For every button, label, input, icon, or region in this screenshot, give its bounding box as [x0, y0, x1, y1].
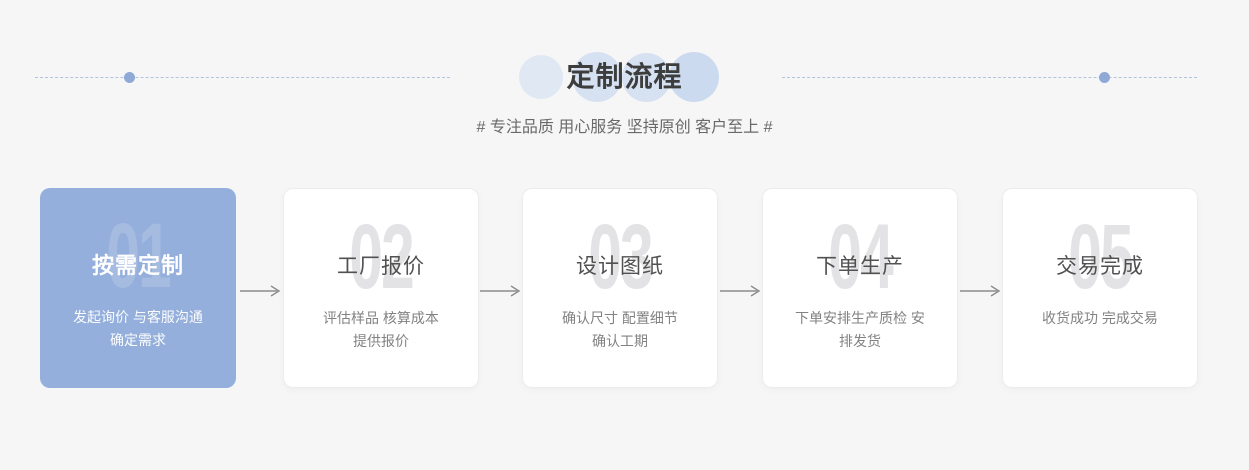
step-description-line: 评估样品 核算成本	[323, 310, 439, 326]
decor-circle-icon	[669, 52, 719, 102]
step-number: 04	[828, 206, 894, 308]
section-subtitle: # 专注品质 用心服务 坚持原创 客户至上 #	[476, 119, 773, 136]
step-description-line: 排发货	[839, 333, 881, 349]
step-title: 设计图纸	[576, 255, 664, 278]
step-description-line: 收货成功 完成交易	[1042, 310, 1158, 326]
decor-circle-icon	[622, 53, 671, 102]
step-title: 按需定制	[91, 253, 184, 278]
dashed-line-left	[35, 72, 450, 83]
step-description-line: 下单安排生产质检 安	[795, 310, 925, 326]
step-title: 工厂报价	[337, 255, 425, 278]
line-dot-left-icon	[124, 72, 135, 83]
process-step-card-1: 01 按需定制 发起询价 与客服沟通 确定需求	[40, 188, 236, 388]
step-description-line: 确认工期	[592, 333, 648, 349]
arrow-right-icon	[718, 284, 762, 298]
step-number: 03	[588, 206, 654, 308]
step-number: 02	[349, 206, 415, 308]
step-description: 发起询价 与客服沟通 确定需求	[40, 306, 236, 352]
arrow-right-icon	[958, 284, 1002, 298]
decor-circle-icon	[572, 52, 622, 102]
step-description: 收货成功 完成交易	[1003, 307, 1197, 330]
process-step-card-5: 05 交易完成 收货成功 完成交易	[1002, 188, 1198, 388]
dashed-line-right	[782, 72, 1197, 83]
process-step-card-4: 04 下单生产 下单安排生产质检 安 排发货	[762, 188, 958, 388]
step-description-line: 提供报价	[353, 333, 409, 349]
step-description-line: 发起询价 与客服沟通	[73, 309, 203, 325]
step-description: 下单安排生产质检 安 排发货	[763, 307, 957, 353]
step-description-line: 确认尺寸 配置细节	[562, 310, 678, 326]
step-description-line: 确定需求	[110, 332, 166, 348]
decor-circle-icon	[519, 55, 563, 99]
arrow-right-icon	[478, 284, 522, 298]
step-number: 05	[1068, 206, 1134, 308]
step-title: 交易完成	[1056, 255, 1144, 278]
line-dot-right-icon	[1099, 72, 1110, 83]
step-description: 确认尺寸 配置细节 确认工期	[523, 307, 717, 353]
arrow-right-icon	[238, 284, 282, 298]
step-title: 下单生产	[816, 255, 904, 278]
process-step-card-2: 02 工厂报价 评估样品 核算成本 提供报价	[283, 188, 479, 388]
step-number: 01	[106, 205, 172, 307]
section-title: 定制流程	[566, 61, 683, 92]
process-step-card-3: 03 设计图纸 确认尺寸 配置细节 确认工期	[522, 188, 718, 388]
step-description: 评估样品 核算成本 提供报价	[284, 307, 478, 353]
